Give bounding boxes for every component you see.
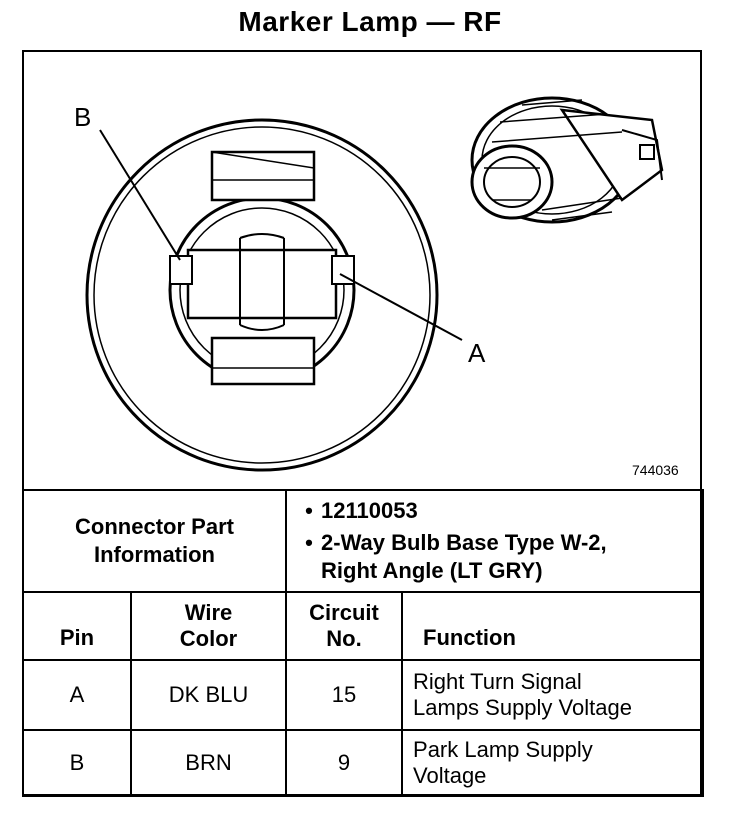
terminal-a (331, 255, 355, 285)
pin-cell: B (22, 729, 132, 797)
table-row: A DK BLU 15 Right Turn Signal Lamps Supp… (22, 659, 705, 731)
leader-line-a (339, 273, 463, 341)
col-header-circuit: Circuit No. (285, 591, 404, 661)
part-number: 12110053 (321, 498, 418, 523)
col-header-wire-color: Wire Color (129, 591, 288, 661)
column-header-row: Pin Wire Color Circuit No. Function (22, 591, 705, 661)
col-header-pin: Pin (22, 591, 132, 661)
top-key-tab (210, 150, 316, 202)
connector-info-label: Connector Part Information (21, 489, 288, 593)
wire-color-cell: BRN (129, 729, 288, 797)
page-title: Marker Lamp — RF (238, 6, 502, 37)
connector-table: Connector Part Information •12110053 • 2… (21, 489, 705, 797)
connector-info-row: Connector Part Information •12110053 • 2… (21, 489, 705, 593)
connector-info-details: •12110053 • 2-Way Bulb Base Type W-2, Ri… (285, 489, 705, 593)
connector-diagram: B A 744036 (22, 50, 702, 490)
circuit-cell: 9 (285, 729, 404, 797)
terminal-b (169, 255, 193, 285)
contact-body (186, 248, 338, 320)
leader-line-b (99, 129, 181, 261)
col-header-function: Function (401, 591, 705, 661)
function-cell: Park Lamp Supply Voltage (401, 729, 705, 797)
table-row: B BRN 9 Park Lamp Supply Voltage (22, 729, 705, 797)
label-b: B (74, 102, 92, 132)
connector-description: 2-Way Bulb Base Type W-2, (321, 530, 607, 555)
connector-face-drawing (85, 96, 664, 472)
figure-id: 744036 (632, 462, 679, 478)
wire-color-cell: DK BLU (129, 659, 288, 731)
connector-outer-ring (85, 118, 439, 472)
bottom-key-tab (210, 336, 316, 386)
pin-cell: A (22, 659, 132, 731)
function-cell: Right Turn Signal Lamps Supply Voltage (401, 659, 705, 731)
connector-inner-ring (93, 126, 431, 464)
label-a: A (468, 338, 486, 368)
circuit-cell: 15 (285, 659, 404, 731)
bulb-socket-illustration (470, 96, 664, 224)
